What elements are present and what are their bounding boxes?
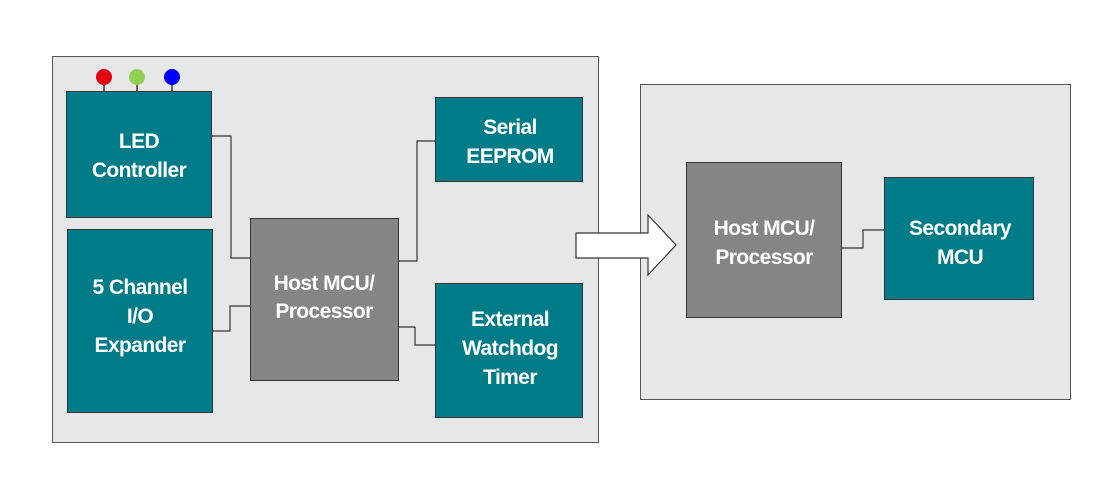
led-controller-label: Controller xyxy=(92,159,187,182)
watchdog-label: Watchdog xyxy=(462,337,558,360)
serial-eeprom-label: Serial xyxy=(483,116,537,139)
wire-host-watchdog xyxy=(398,326,435,346)
host-mcu-label: Host MCU/ xyxy=(274,272,376,295)
serial-eeprom-label: EEPROM xyxy=(466,145,554,168)
watchdog-label: External xyxy=(471,308,549,331)
secondary-mcu-label: MCU xyxy=(937,246,983,269)
wire-host-eeprom xyxy=(398,140,435,262)
green-led-icon xyxy=(129,69,145,85)
led-indicators xyxy=(96,69,180,97)
watchdog-block xyxy=(435,283,583,418)
host-mcu-block xyxy=(250,218,399,381)
arrow-right-icon xyxy=(575,213,677,277)
svg-text:Host MCU/Processor: Host MCU/Processor xyxy=(714,217,816,269)
wire-io-host xyxy=(213,305,250,332)
serial-eeprom-block xyxy=(435,97,583,182)
io-expander-label: I/O xyxy=(127,305,153,328)
svg-text:Host MCU/Processor: Host MCU/Processor xyxy=(274,272,376,323)
led-controller-block xyxy=(66,91,212,218)
io-expander-block xyxy=(67,229,213,413)
host-mcu-label: Processor xyxy=(275,300,373,323)
host-mcu-block-2 xyxy=(686,162,842,318)
red-led-icon xyxy=(96,69,112,85)
blue-led-icon xyxy=(164,69,180,85)
secondary-mcu-label: Secondary xyxy=(909,217,1012,240)
watchdog-label: Timer xyxy=(483,366,537,389)
io-expander-label: 5 Channel xyxy=(93,276,188,299)
host-mcu-label-2: Processor xyxy=(715,246,813,269)
io-expander-label: Expander xyxy=(95,334,186,357)
wire-host2-secondary xyxy=(842,229,884,249)
led-controller-label: LED xyxy=(119,130,160,153)
host-mcu-label-2: Host MCU/ xyxy=(714,217,816,240)
secondary-mcu-block xyxy=(884,177,1034,300)
wire-led-host xyxy=(212,135,250,259)
